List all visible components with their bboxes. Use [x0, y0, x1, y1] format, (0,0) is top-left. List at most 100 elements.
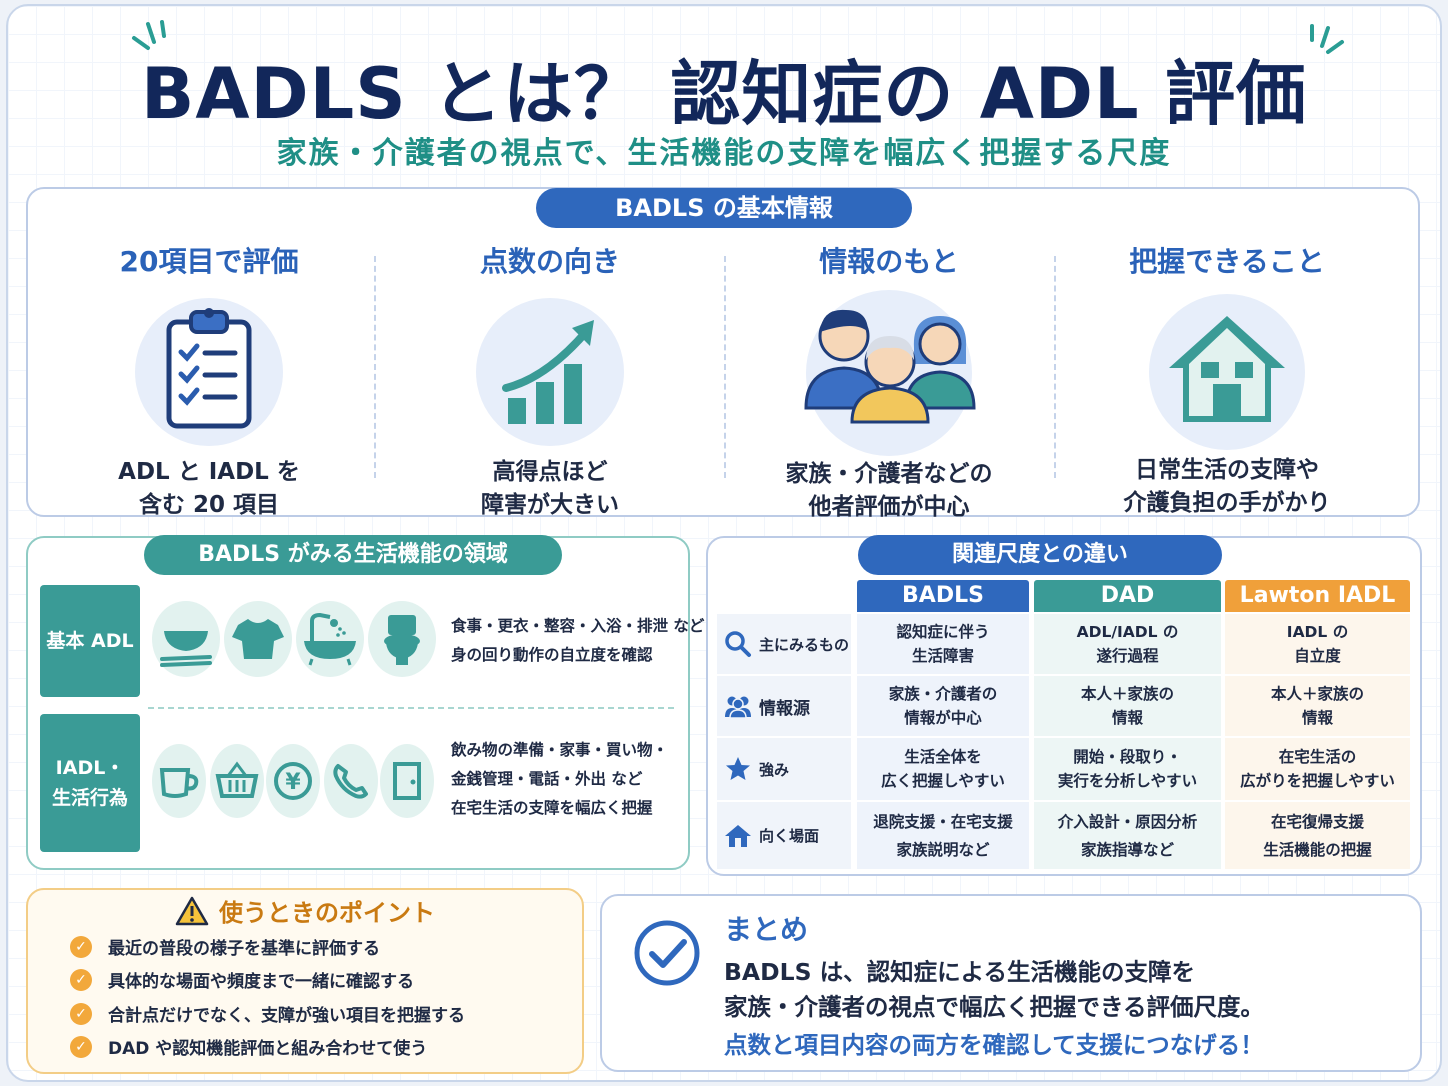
magnifier-icon [725, 631, 751, 657]
info-column-title: 把握できること [1129, 245, 1325, 278]
row-separator [717, 674, 1410, 676]
domain-line: 金銭管理・電話・外出 など [451, 770, 643, 788]
column-header-badls: BADLS [857, 580, 1029, 612]
home-icon [725, 824, 751, 847]
divider [1054, 256, 1056, 478]
domain-line: 在宅生活の支障を幅広く把握 [451, 799, 653, 817]
star-icon [726, 757, 750, 780]
row-label-text: 主にみるもの [759, 635, 850, 654]
info-column-title: 20項目で評価 [119, 245, 299, 278]
sparkle-left-icon [132, 20, 166, 50]
tshirt-icon [232, 619, 284, 659]
summary-line: BADLS は、認知症による生活機能の支障を [724, 958, 1195, 986]
row-label-text: 向く場面 [759, 827, 820, 845]
basic-adl-label: 基本 ADL [40, 585, 140, 697]
row-label-text: 情報源 [759, 698, 810, 719]
icon-circle [368, 601, 436, 677]
table-cell: 介入設計・原因分析 家族指導など [1057, 812, 1198, 859]
row-separator [717, 800, 1410, 802]
info-column-score: 点数の向き 高得点ほど 障害が大きい [385, 240, 715, 522]
icon-circle [152, 601, 220, 677]
check-icon: ✓ [70, 1035, 92, 1058]
column-header-dad: DAD [1034, 580, 1221, 612]
info-column-line: 障害が大きい [481, 492, 619, 518]
tips-heading: 使うときのポイント [219, 899, 435, 927]
check-icon: ✓ [70, 968, 92, 991]
domains-heading: BADLS がみる生活機能の領域 [144, 535, 562, 575]
phone-icon [333, 764, 368, 799]
basic-adl-text: 食事・更衣・整容・入浴・排泄 など 身の回り動作の自立度を確認 [451, 612, 704, 670]
info-icon-circle [476, 298, 624, 446]
icon-circle [380, 744, 434, 818]
rising-bar-chart-icon [502, 320, 594, 424]
domain-line: 飲み物の準備・家事・買い物・ [451, 741, 669, 759]
row-label-scene: 向く場面 [717, 802, 851, 869]
clipboard-checklist-icon [166, 308, 252, 429]
door-icon [393, 762, 421, 800]
people-icon [725, 696, 751, 719]
house-icon [1169, 316, 1285, 422]
info-column-line: 高得点ほど [492, 459, 608, 485]
page-title: BADLS とは？ 認知症の ADL 評価 [140, 53, 1308, 135]
row-label-strength: 強み [717, 738, 851, 800]
iadl-label-line: 生活行為 [51, 787, 128, 809]
tips-heading-row: 使うときのポイント [26, 893, 584, 928]
row-label-text: 強み [759, 760, 790, 779]
table-cell: 退院支援・在宅支援 家族説明など [873, 812, 1013, 859]
tip-text: 最近の普段の様子を基準に評価する [108, 939, 380, 959]
table-cell: 認知症に伴う 生活障害 [896, 623, 990, 665]
table-cell: 本人＋家族の 情報 [1270, 685, 1364, 727]
tip-item: ✓ 具体的な場面や頻度まで一緒に確認する [70, 967, 414, 992]
info-column-title: 情報のもと [819, 245, 959, 278]
info-column-line: 他者評価が中心 [808, 494, 970, 520]
summary-card [600, 894, 1422, 1072]
divider [724, 256, 726, 478]
info-column-source: 情報のもと 家族・介護者などの 他者評価が中心 [724, 240, 1054, 524]
iadl-label-line: IADL・ [55, 757, 125, 779]
info-column-line: 日常生活の支障や [1135, 457, 1319, 483]
tip-item: ✓ 最近の普段の様子を基準に評価する [70, 934, 380, 959]
check-icon: ✓ [70, 935, 92, 958]
column-header-lawton: Lawton IADL [1225, 580, 1410, 612]
lawton-column-bg [1225, 614, 1410, 869]
bathtub-icon [304, 612, 356, 666]
info-icon-circle [135, 298, 283, 446]
info-column-grasp: 把握できること 日常生活の支障や 介護負担の手がかり [1062, 240, 1392, 520]
badls-column-bg [857, 614, 1029, 869]
summary-emphasis: 点数と項目内容の両方を確認して支援につなげる！ [724, 1031, 1264, 1059]
yen-symbol: ¥ [285, 770, 301, 795]
icon-circle [224, 601, 292, 677]
summary-line: 家族・介護者の視点で幅広く把握できる評価尺度。 [724, 993, 1265, 1021]
page-subtitle: 家族・介護者の視点で、生活機能の支障を幅広く把握する尺度 [276, 136, 1172, 171]
table-cell: IADL の 自立度 [1286, 623, 1349, 665]
tip-item: ✓合計点だけでなく、支障が強い項目を把握する [70, 1001, 465, 1026]
icon-circle [152, 744, 206, 818]
table-cell: 在宅復帰支援 生活機能の把握 [1263, 812, 1372, 859]
info-column-line: 家族・介護者などの [785, 461, 993, 487]
yen-coin-icon: ¥ [274, 762, 312, 800]
info-icon-circle [804, 290, 976, 456]
info-icon-circle [1149, 294, 1305, 450]
summary-heading: まとめ [724, 913, 809, 946]
table-cell: 本人＋家族の 情報 [1080, 685, 1174, 727]
divider [374, 256, 376, 478]
info-column-line: ADL と IADL を [118, 459, 300, 485]
bowl-icon [160, 631, 212, 667]
table-cell: ADL/IADL の 遂行過程 [1076, 623, 1179, 665]
basic-info-heading: BADLS の基本情報 [536, 188, 912, 228]
row-label-focus: 主にみるもの [717, 614, 851, 674]
tip-text: 具体的な場面や頻度まで一緒に確認する [108, 972, 414, 992]
table-cell: 家族・介護者の 情報が中心 [888, 685, 998, 727]
domain-line: 食事・更衣・整容・入浴・排泄 など [451, 617, 705, 635]
warning-icon [175, 896, 209, 925]
iadl-label: IADL・ 生活行為 [40, 714, 140, 852]
dad-column-bg [1034, 614, 1221, 869]
table-cell: 在宅生活の 広がりを把握しやすい [1240, 748, 1395, 790]
icon-circle [324, 744, 378, 818]
sparkle-right-icon [1310, 24, 1344, 54]
iadl-text: 飲み物の準備・家事・買い物・ 金銭管理・電話・外出 など 在宅生活の支障を幅広く… [451, 736, 668, 823]
row-separator [717, 736, 1410, 738]
tip-text: DAD や認知機能評価と組み合わせて使う [108, 1039, 428, 1059]
row-label-source: 情報源 [717, 676, 851, 736]
domains-divider [148, 707, 674, 709]
